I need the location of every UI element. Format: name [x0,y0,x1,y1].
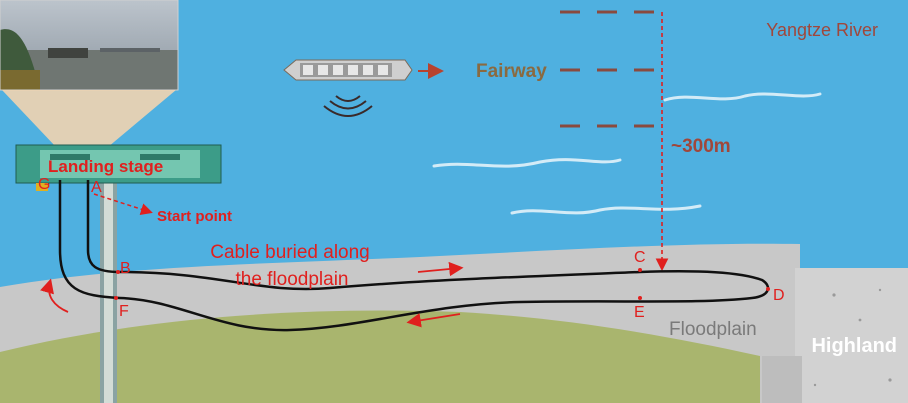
cable-route [58,180,770,332]
point-c-label: C [634,249,646,266]
landing-stage-structure [15,144,222,191]
flow-arrow-lower [406,313,461,328]
fairway-boundary-lines [560,10,654,128]
highland-texture [813,288,892,387]
photo-projection [2,90,176,147]
point-d-label: D [773,287,785,304]
start-point-label: Start point [157,208,232,225]
highland-block-lower [762,356,802,403]
cable-label-line1: Cable buried along [210,242,370,263]
cable-label-line2: the floodplain [235,269,348,290]
fairway-label: Fairway [476,61,547,82]
flow-arrow-upper [417,261,464,277]
ship-icon [283,59,413,81]
pier-walkway-inner [104,180,113,403]
river-label: Yangtze River [766,20,878,40]
point-f-label: F [119,303,129,320]
point-g-label: G [38,176,50,193]
sonar-waves-icon [323,95,373,117]
floodplain-label: Floodplain [669,319,757,340]
grass-area [0,310,760,403]
flow-arrow-left [40,278,69,313]
river-photo-inset [0,0,179,91]
landing-stage-label: Landing stage [48,157,163,176]
point-markers [114,268,770,300]
distance-label: ~300m [671,136,731,157]
highland-label: Highland [811,335,897,357]
point-e-label: E [634,304,645,321]
point-b-label: B [120,260,131,277]
start-point-arrow [93,193,153,215]
point-a-label: A [91,179,102,196]
